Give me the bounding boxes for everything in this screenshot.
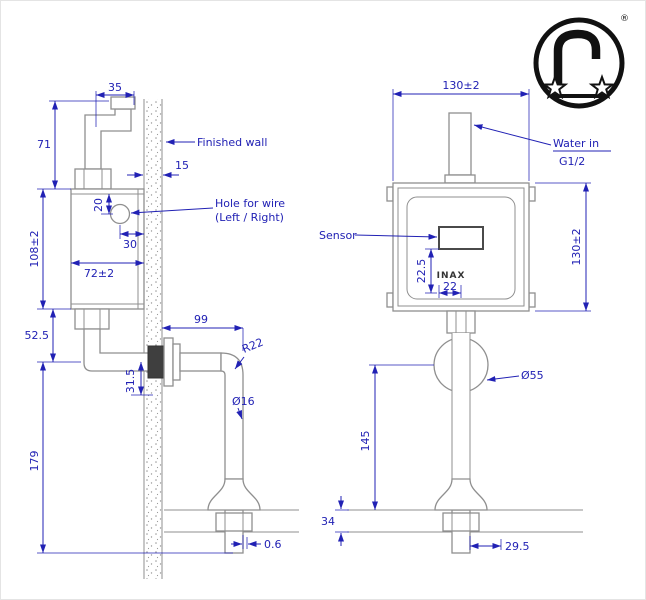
dim-72: 72±2 (71, 260, 144, 280)
dim-20-text: 20 (92, 198, 105, 212)
sensor-text: Sensor (319, 229, 357, 242)
dim-0-6-text: 0.6 (264, 538, 282, 551)
dim-108-text: 108±2 (28, 230, 41, 267)
front-view-dimensions: 130±2 Water in G1/2 Sensor 22.5 22 (319, 79, 611, 553)
hole-for-wire-text-2: (Left / Right) (215, 211, 284, 224)
spout-pipe-horizontal (179, 352, 222, 372)
wire-hole (109, 203, 131, 225)
label-water-in: Water in G1/2 (473, 124, 611, 168)
union-nut-top (74, 168, 112, 190)
dim-35: 35 (95, 81, 135, 127)
dim-179-text: 179 (28, 451, 41, 472)
dim-15: 15 (127, 159, 189, 178)
dim-22-text: 22 (443, 280, 457, 293)
spout-pipe-front (451, 333, 471, 479)
spout-pipe-bend (220, 352, 244, 480)
faucet-icon (553, 29, 601, 84)
finished-wall-text: Finished wall (197, 136, 267, 149)
dim-22: 22 (438, 280, 462, 298)
side-view-dimensions: 35 71 Finished wall 15 20 Hole for wire … (25, 81, 285, 554)
dim-29-5: 29.5 (469, 536, 530, 553)
spout-locknut-front (442, 512, 480, 532)
dim-35-text: 35 (108, 81, 122, 94)
dim-145-text: 145 (359, 431, 372, 452)
star-icon (541, 74, 569, 100)
dim-52-5-text: 52.5 (25, 329, 50, 342)
label-finished-wall: Finished wall (166, 136, 267, 149)
dim-r22-text: R22 (240, 336, 265, 356)
brand-text: INAX (437, 271, 466, 281)
dim-30: 30 (119, 225, 144, 251)
dim-34-text: 34 (321, 515, 335, 528)
dim-dia55-text: Ø55 (521, 369, 544, 382)
registered-mark: ® (620, 14, 629, 24)
wall-flange (147, 337, 181, 387)
logo-circle (533, 17, 625, 109)
dim-130-right: 130±2 (535, 182, 591, 312)
brand-logo: ® (533, 14, 629, 109)
water-in-thread-text: G1/2 (559, 155, 585, 168)
dim-31-5: 31.5 (124, 362, 153, 396)
outlet-pipe (83, 328, 151, 372)
spout-base (207, 478, 261, 511)
dim-dia16-text: Ø16 (232, 395, 255, 408)
label-sensor: Sensor (319, 229, 438, 242)
inlet-pipe (444, 112, 476, 184)
supply-pipe (84, 96, 136, 170)
dim-20: 20 (92, 194, 113, 215)
dim-34: 34 (321, 496, 349, 546)
dim-29-5-text: 29.5 (505, 540, 530, 553)
sensor-window (438, 226, 484, 250)
dim-99: 99 (162, 313, 244, 351)
front-panel (406, 196, 516, 300)
label-hole-for-wire: Hole for wire (Left / Right) (130, 197, 285, 224)
dim-15-text: 15 (175, 159, 189, 172)
dim-130-top-text: 130±2 (442, 79, 479, 92)
union-nut-front (446, 310, 476, 334)
dim-22-5: 22.5 (415, 248, 439, 294)
union-nut-bottom (74, 308, 110, 330)
water-in-text: Water in (553, 137, 599, 150)
dim-108: 108±2 (28, 189, 71, 310)
dim-130-top: 130±2 (392, 79, 530, 181)
dim-72-text: 72±2 (84, 267, 114, 280)
dim-31-5-text: 31.5 (124, 369, 137, 394)
dim-30-text: 30 (123, 238, 137, 251)
star-icon (588, 74, 616, 100)
spout-base-front (434, 478, 488, 511)
dim-dia16: Ø16 (232, 395, 255, 420)
dim-179: 179 (28, 362, 233, 554)
front-view: INAX (347, 112, 583, 554)
spout-locknut (215, 512, 253, 532)
hole-for-wire-text-1: Hole for wire (215, 197, 285, 210)
dim-52-5: 52.5 (25, 309, 81, 363)
dim-0-6: 0.6 (231, 535, 282, 551)
wall-section (144, 99, 162, 579)
dim-71-text: 71 (37, 138, 51, 151)
dim-99-text: 99 (194, 313, 208, 326)
dim-22-5-text: 22.5 (415, 259, 428, 284)
dim-130-right-text: 130±2 (570, 228, 583, 265)
dim-dia55: Ø55 (486, 369, 544, 382)
dim-145: 145 (359, 364, 434, 510)
